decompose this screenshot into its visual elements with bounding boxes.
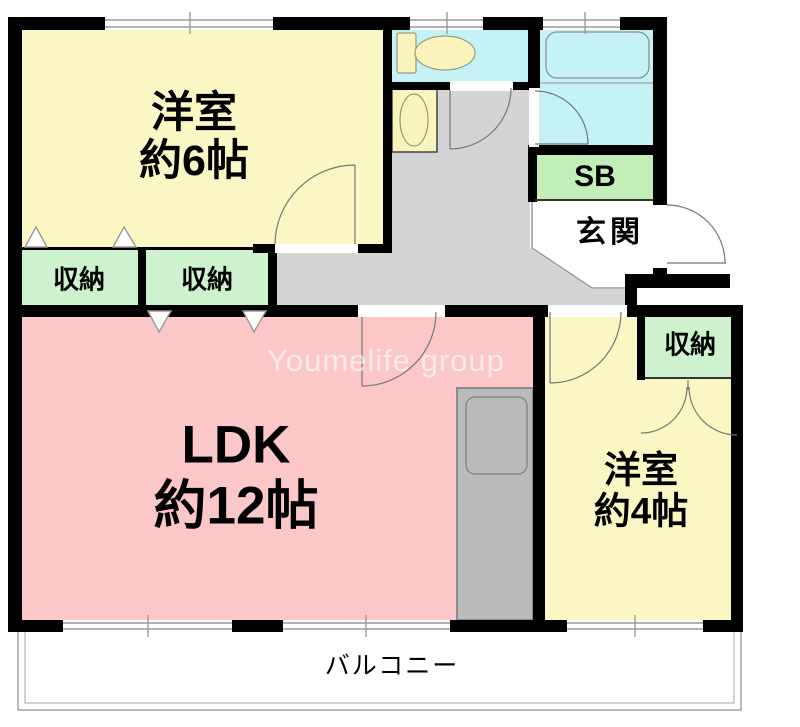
closet-c-doors [640, 380, 738, 436]
door-ldk [361, 311, 437, 387]
door-room6 [274, 164, 356, 245]
entrance-floor [532, 202, 653, 288]
room-western6-size: 約6帖 [139, 137, 249, 185]
walls [8, 17, 743, 632]
closet-b-floor [146, 250, 268, 305]
watermark: Youmelife group [267, 343, 505, 378]
window-bottom-ldk-right [283, 615, 450, 637]
room-western4-size: 約4帖 [593, 491, 689, 532]
closet-a-label: 収納 [52, 264, 106, 295]
entrance-label: 玄関 [576, 216, 644, 250]
window-top-room6 [105, 12, 273, 34]
window-top-bath [543, 12, 620, 34]
closet-c-label: 収納 [663, 329, 717, 360]
door-room4 [549, 311, 622, 384]
toilet-icon [396, 32, 476, 74]
door-bath [534, 90, 589, 145]
windows [63, 12, 703, 637]
door-entry [666, 204, 726, 264]
room-western4-label: 洋室 約4帖 [594, 450, 689, 533]
bathtub-icon [539, 31, 653, 84]
door-swings [274, 87, 738, 436]
window-bottom-ldk-left [63, 615, 232, 637]
ldk-size: 約12帖 [153, 477, 319, 536]
kitchen-counter [456, 387, 534, 621]
shoebox-floor [535, 155, 653, 200]
shoebox-label: SB [574, 160, 616, 194]
room-western6-name: 洋室 [150, 88, 237, 137]
closet-b-label: 収納 [180, 264, 234, 295]
room-western6-floor [22, 30, 383, 248]
closet-door-triangles [23, 225, 268, 334]
balcony-label: バルコニー [324, 652, 460, 680]
ldk-name: LDK [181, 415, 291, 475]
washbasin-icon [391, 88, 438, 153]
closet-a-floor [22, 250, 138, 305]
ldk-label: LDK 約12帖 [154, 415, 319, 538]
closet-c-floor [645, 312, 731, 378]
kitchen-sink [465, 396, 528, 475]
ldk-floor [22, 310, 533, 620]
door-toilet [449, 87, 512, 150]
window-top-toilet [410, 12, 483, 34]
door-openings [275, 81, 669, 317]
room-western6-label: 洋室 約6帖 [139, 89, 249, 185]
entrance-step-line [531, 202, 625, 289]
window-bottom-room4 [567, 615, 703, 637]
room-western4-name: 洋室 [603, 449, 678, 491]
